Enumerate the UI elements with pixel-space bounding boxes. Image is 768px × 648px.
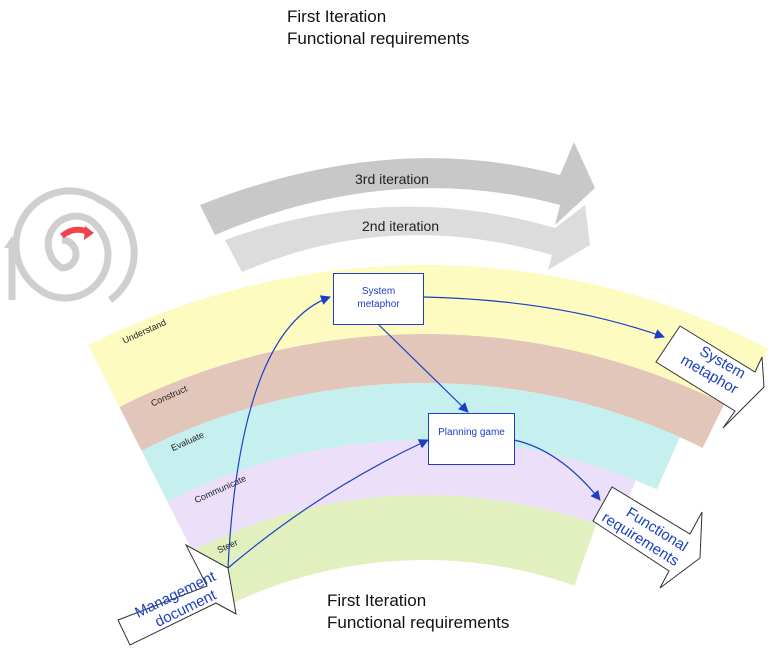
band-evaluate [141,383,680,502]
bottom-title-line1: First Iteration [327,591,427,610]
connector-management-to-planning-game [227,439,429,569]
top-title-line1: First Iteration [287,7,387,26]
iteration-arrow-3rd [200,142,595,235]
connector-system-metaphor-to-planning-game [377,323,469,413]
iteration-arrow-2nd [225,205,590,272]
bottom-title: First Iteration Functional requirements [327,590,509,634]
band-construct [119,334,725,451]
connector-system-metaphor-to-output [423,296,665,339]
top-title-line2: Functional requirements [287,29,470,48]
node-planning-game[interactable]: Planning game [428,413,515,465]
band-steer [192,495,597,609]
top-title: First Iteration Functional requirements [287,6,469,50]
band-understand [88,265,768,411]
bottom-title-line2: Functional requirements [327,613,510,632]
connector-planning-game-to-output [513,439,601,501]
spiral-icon [4,187,138,303]
node-planning-game-label: Planning game [438,427,505,438]
activity-bands: UnderstandConstructEvaluateCommunicateSt… [88,265,768,609]
band-communicate [167,440,636,551]
iteration-label-3rd: 3rd iteration [355,171,429,187]
iteration-label-2nd: 2nd iteration [362,218,439,234]
node-system-metaphor[interactable]: System metaphor [333,273,424,325]
node-system-metaphor-line1: System [361,286,396,297]
connector-management-to-system-metaphor [227,295,331,569]
node-system-metaphor-line2: metaphor [357,299,400,310]
callout-functional-requirements: Functional requirements [592,486,703,589]
